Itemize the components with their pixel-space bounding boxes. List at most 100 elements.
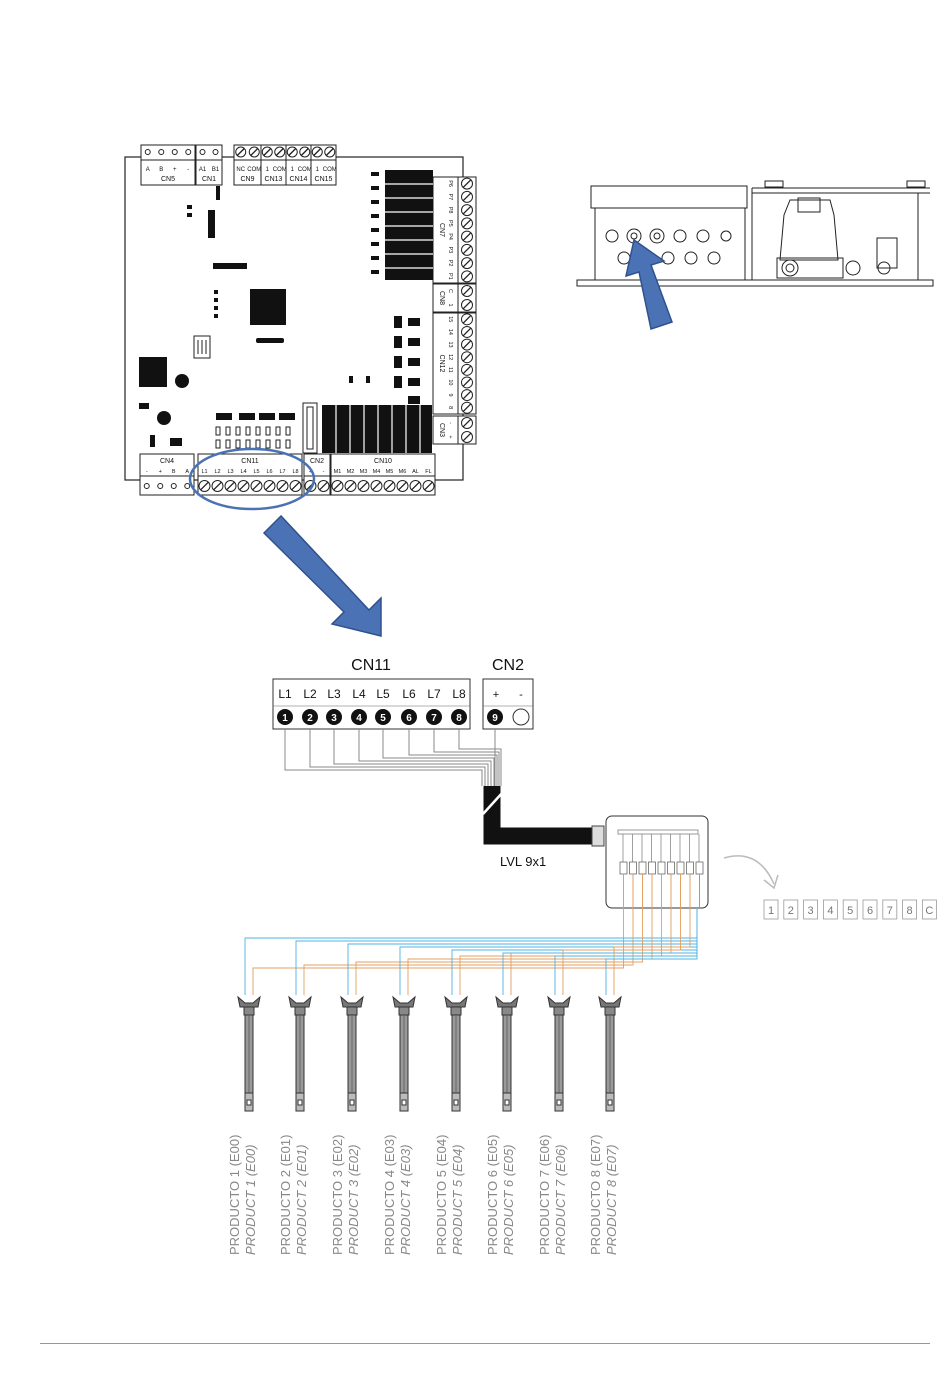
strip-label: 2 <box>788 905 794 917</box>
terminal-number: 5 <box>380 713 386 724</box>
connector-cn3: -+CN3 <box>432 415 477 445</box>
probe-1: PRODUCTO 1 (E00)PRODUCT 1 (E00) <box>227 995 261 1255</box>
probe-label-en: PRODUCT 4 (E03) <box>398 1144 413 1255</box>
connector-name: CN10 <box>374 458 392 465</box>
terminal-dot <box>277 709 293 725</box>
pin-label: 1 <box>447 303 453 306</box>
junction-box <box>605 815 709 909</box>
probe-label-en: PRODUCT 5 (E04) <box>450 1144 465 1255</box>
probe-label-es: PRODUCTO 6 (E05) <box>485 1135 500 1255</box>
probe-label-en: PRODUCT 8 (E07) <box>604 1144 619 1255</box>
pin-label: P7 <box>447 194 453 201</box>
pin-label: A1 <box>199 167 207 173</box>
cn11-pin-label: L5 <box>376 687 390 701</box>
pin-label: A <box>146 167 150 173</box>
pin-label: P4 <box>447 233 453 240</box>
probe-label-en: PRODUCT 1 (E00) <box>243 1144 258 1255</box>
pin-label: B <box>159 167 163 173</box>
connector-name: CN4 <box>160 458 174 465</box>
probe-7: PRODUCTO 7 (E06)PRODUCT 7 (E06) <box>537 995 571 1255</box>
small-resistors <box>193 335 291 449</box>
probe-wires <box>244 908 698 995</box>
pin-label: P8 <box>447 207 453 214</box>
cn11-pin-label: L7 <box>427 687 441 701</box>
pin-label: COM <box>298 167 312 173</box>
cn11-pin-label: L1 <box>278 687 292 701</box>
probe-label-en: PRODUCT 3 (E02) <box>346 1144 361 1255</box>
connector-name: CN14 <box>290 176 308 183</box>
strip-cell <box>803 899 818 920</box>
pin-label: 13 <box>447 342 453 348</box>
connector-name: CN2 <box>310 458 324 465</box>
pin-label: + <box>173 167 177 173</box>
footer-rule <box>40 1343 930 1344</box>
terminal-dot <box>451 709 467 725</box>
pin-label: 9 <box>447 394 453 397</box>
pin-label: A <box>185 469 189 475</box>
pin-label: 15 <box>447 316 453 322</box>
pin-label: 14 <box>447 329 453 335</box>
terminal-dot <box>351 709 367 725</box>
pin-label: M6 <box>399 469 407 475</box>
pin-label: M4 <box>373 469 381 475</box>
cn11-highlight-ellipse <box>188 447 316 511</box>
strip-cell <box>823 899 838 920</box>
probe-label-en: PRODUCT 7 (E06) <box>553 1144 568 1255</box>
connector-cn2: CN2+- <box>303 453 331 496</box>
pin-label: P1 <box>447 273 453 280</box>
probe-label-en: PRODUCT 6 (E05) <box>501 1144 516 1255</box>
pin-label: FL <box>425 469 431 475</box>
connector-name: CN13 <box>265 176 283 183</box>
cn11-pin-label: L2 <box>303 687 317 701</box>
arrow-to-enclosure-gland <box>624 238 673 330</box>
strip-cell <box>922 899 937 920</box>
pin-label: L7 <box>279 469 285 475</box>
probe-label-es: PRODUCTO 8 (E07) <box>588 1135 603 1255</box>
pin-label: P3 <box>447 247 453 254</box>
probe-8: PRODUCTO 8 (E07)PRODUCT 8 (E07) <box>588 995 622 1255</box>
pin-label: + <box>159 469 162 475</box>
strip-cell <box>763 899 779 920</box>
pin-label: NC <box>236 167 245 173</box>
connector-name: CN11 <box>241 458 258 465</box>
strip-label: 8 <box>907 905 913 917</box>
probe-5: PRODUCTO 5 (E04)PRODUCT 5 (E04) <box>434 995 468 1255</box>
wire-bundle <box>284 729 502 786</box>
probe-label-es: PRODUCTO 1 (E00) <box>227 1135 242 1255</box>
strip-label: 5 <box>847 905 853 917</box>
terminal-dot <box>302 709 318 725</box>
pin-label: C <box>447 289 453 293</box>
terminal-dot <box>375 709 391 725</box>
terminal-number: 2 <box>307 713 313 724</box>
pin-label: M5 <box>386 469 394 475</box>
probe-6: PRODUCTO 6 (E05)PRODUCT 6 (E05) <box>485 995 519 1255</box>
strip-label: C <box>925 905 933 917</box>
cable-label: LVL 9x1 <box>500 854 546 869</box>
terminal-dot <box>487 709 503 725</box>
probe-label-es: PRODUCTO 7 (E06) <box>537 1135 552 1255</box>
probe-3: PRODUCTO 3 (E02)PRODUCT 3 (E02) <box>330 995 364 1255</box>
terminal-number: 3 <box>331 713 337 724</box>
pin-label: P6 <box>447 180 453 187</box>
pin-label: COM <box>323 167 337 173</box>
pin-label: M2 <box>347 469 355 475</box>
probe-label-es: PRODUCTO 4 (E03) <box>382 1135 397 1255</box>
pin-label: L5 <box>253 469 259 475</box>
pin-label: M3 <box>360 469 368 475</box>
pin-label: P2 <box>447 260 453 267</box>
pin-label: COM <box>247 167 261 173</box>
cn11-pin-label: L3 <box>327 687 341 701</box>
pin-label: COM <box>273 167 287 173</box>
probe-4: PRODUCTO 4 (E03)PRODUCT 4 (E03) <box>382 995 416 1255</box>
terminal-dot <box>426 709 442 725</box>
